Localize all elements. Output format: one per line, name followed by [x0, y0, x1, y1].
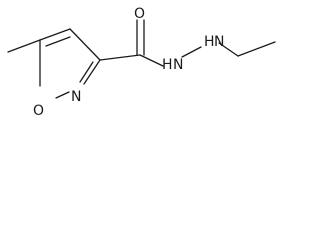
- bond-methyl: [7, 39, 41, 53]
- bond-c3-carbonyl: [99, 54, 141, 61]
- bond-c3-n-ring: [83, 59, 101, 85]
- bond-c5-c4-double: [45, 36, 71, 47]
- atom-o-ring: O: [33, 103, 44, 119]
- atom-n1: N: [173, 57, 183, 73]
- bond-carbonyl-n1: [139, 54, 164, 67]
- atom-n2: N: [214, 34, 224, 50]
- bond-c3-n-ring-double: [79, 61, 94, 83]
- atom-n-ring: N: [71, 89, 81, 105]
- bond-ch2-ch3: [237, 41, 276, 57]
- atom-o-carbonyl: O: [134, 6, 145, 22]
- bond-c5-c4: [39, 28, 71, 41]
- bond-n2-ch2: [218, 42, 239, 57]
- bond-n1-n2: [181, 46, 202, 58]
- bond-c4-c3: [69, 28, 101, 61]
- structure-canvas: O H N H N N O: [0, 0, 284, 126]
- atom-h-n1: H: [162, 57, 173, 73]
- atom-h-n2: H: [204, 34, 215, 50]
- molecule-structure: O H N H N N O: [7, 6, 276, 119]
- bond-n-o-ring: [55, 91, 70, 99]
